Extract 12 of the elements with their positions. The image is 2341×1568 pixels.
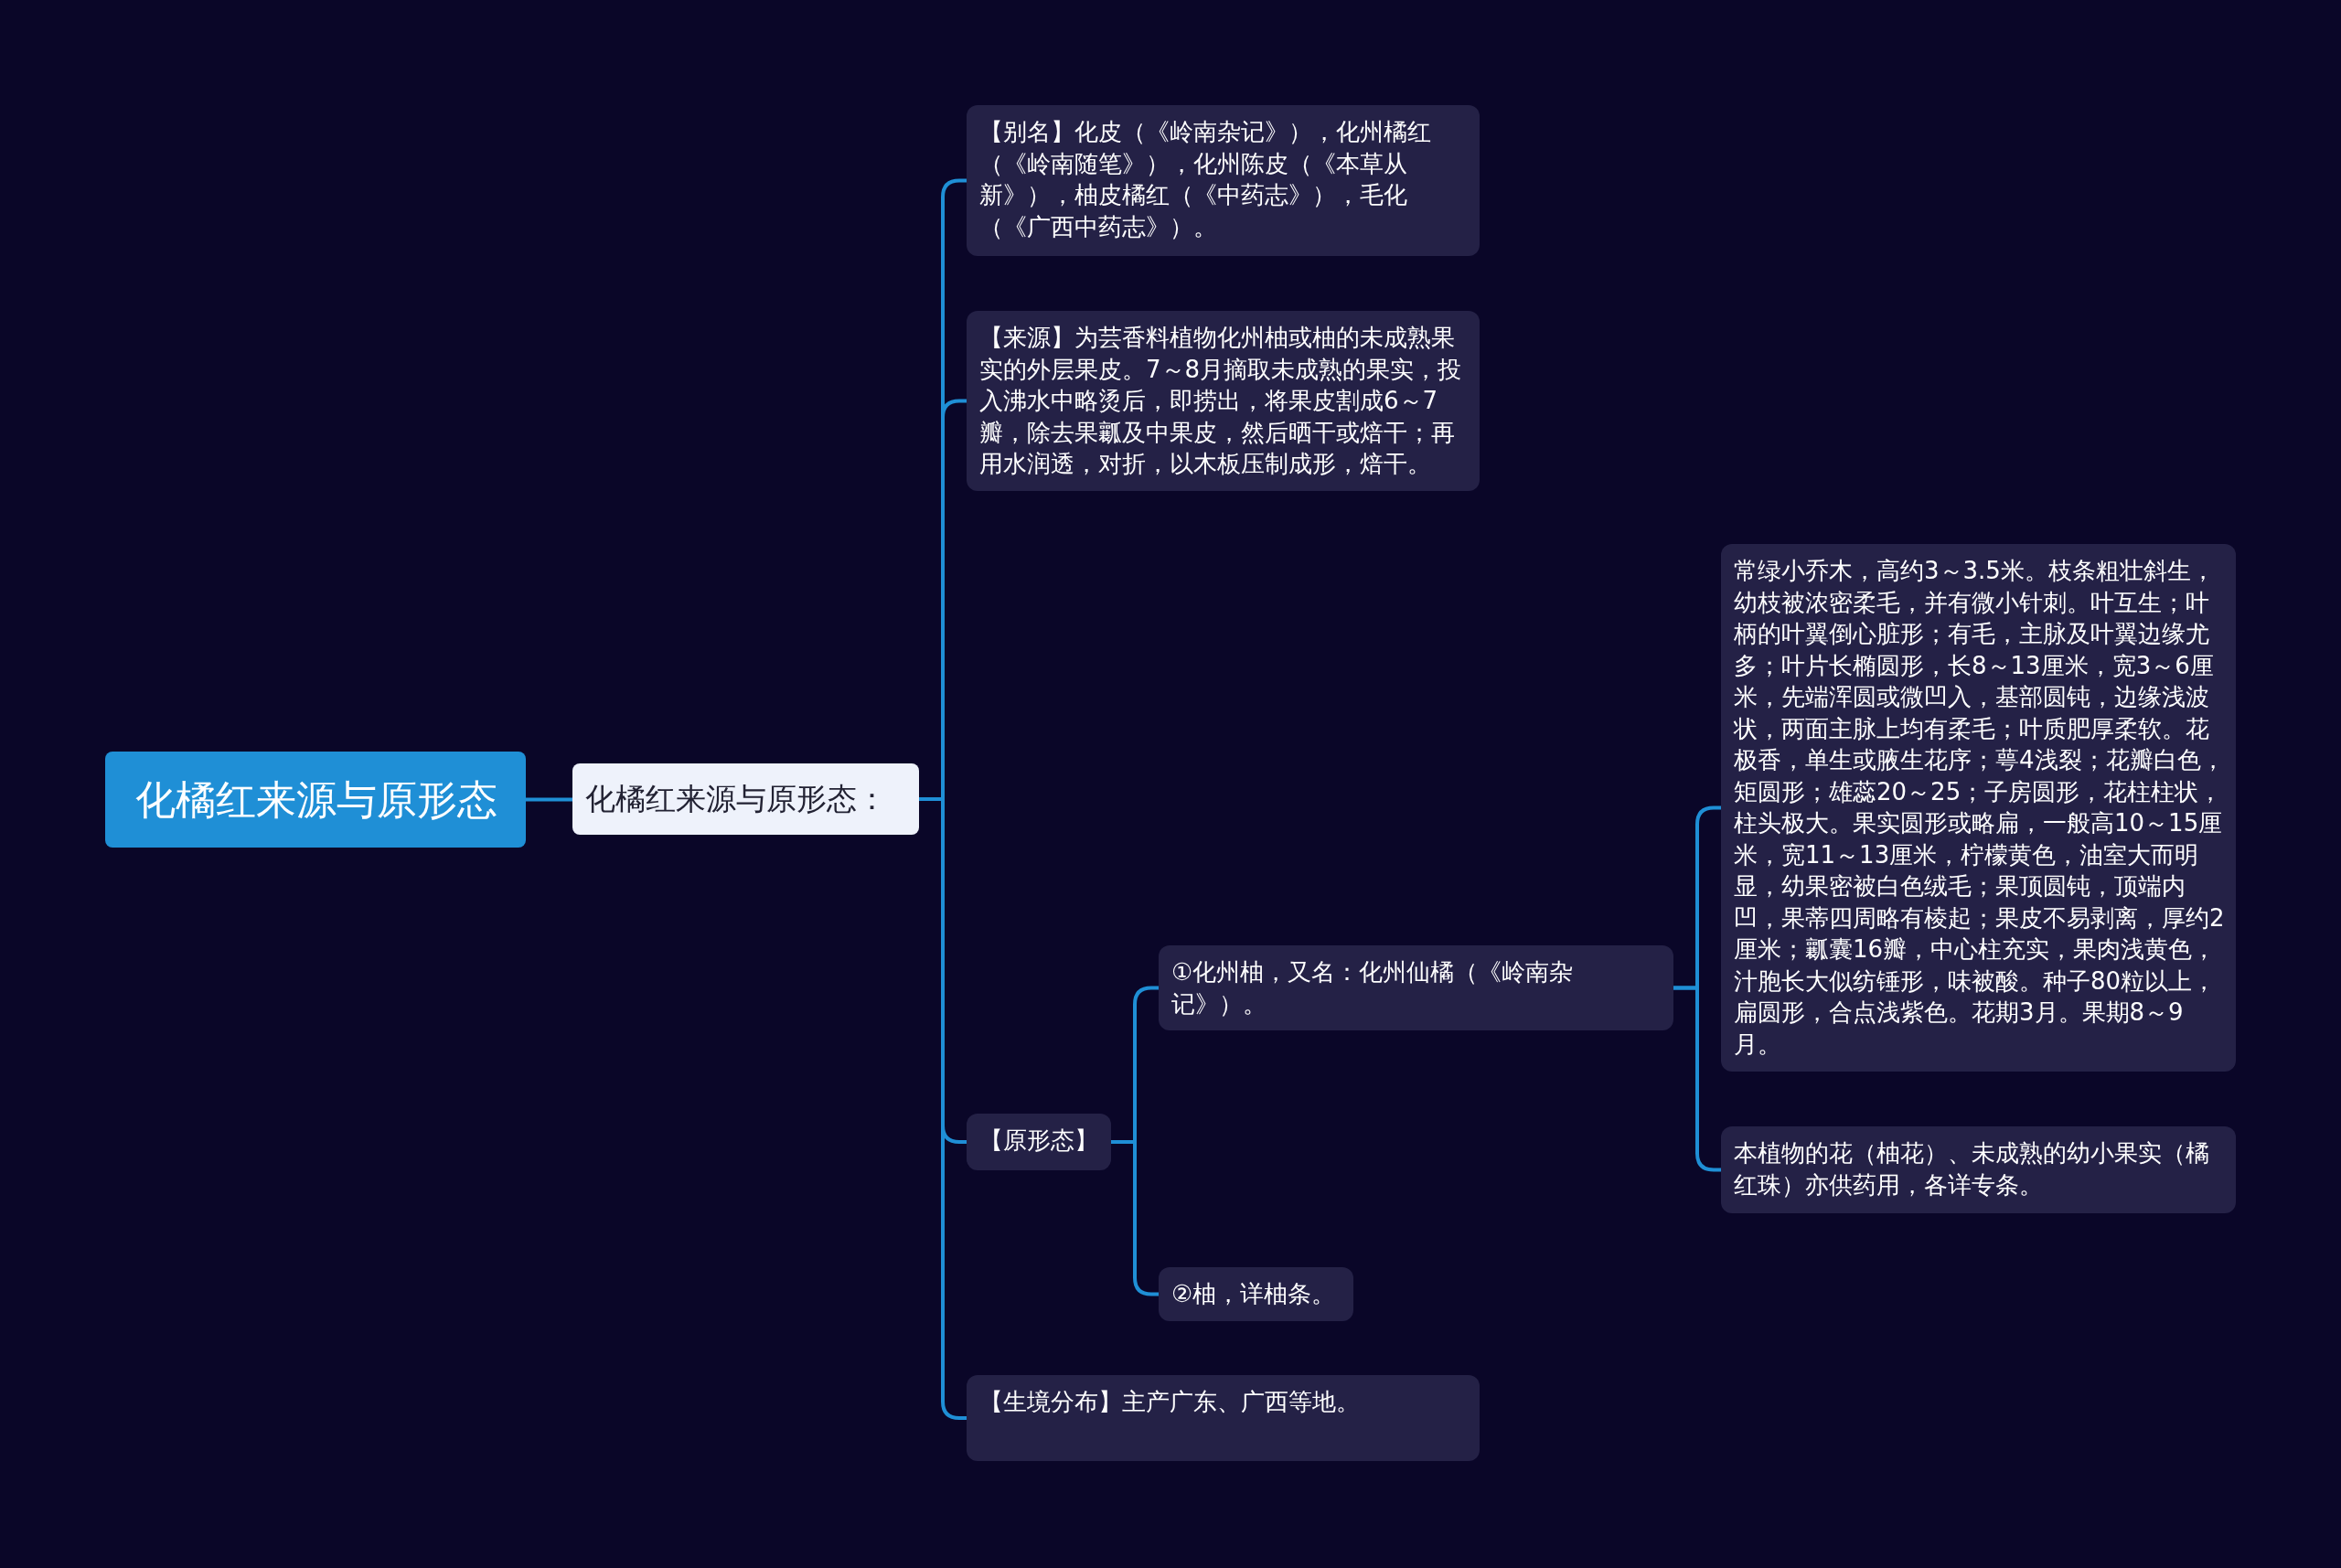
topic-box: 【来源】为芸香料植物化州柚或柚的未成熟果实的外层果皮。7～8月摘取未成熟的果实，投入沸水中略烫后，即捞出，将果皮割成6～7瓣，除去果瓤及中果皮，然后晒干或焙干；再用水润透，对折，以木板压制成形，焙干。 (967, 311, 1480, 491)
topic-box: ②柚，详柚条。 (1159, 1267, 1353, 1321)
topic-box: ①化州柚，又名：化州仙橘（《岭南杂记》）。 (1159, 945, 1673, 1030)
topic-box: 本植物的花（柚花）、未成熟的幼小果实（橘红珠）亦供药用，各详专条。 (1721, 1126, 2236, 1213)
topic-box: 【原形态】 (967, 1114, 1111, 1170)
main-topic-box: 化橘红来源与原形态： (572, 763, 919, 835)
root-topic-box: 化橘红来源与原形态 (105, 752, 526, 848)
topic-box: 【生境分布】主产广东、广西等地。 (967, 1375, 1480, 1461)
topic-box: 常绿小乔木，高约3～3.5米。枝条粗壮斜生，幼枝被浓密柔毛，并有微小针刺。叶互生；叶柄的叶翼倒心脏形；有毛，主脉及叶翼边缘尤多；叶片长椭圆形，长8～13厘米，宽3～6厘米，先端浑圆或微凹入，基部圆钝，边缘浅波状，两面主脉上均有柔毛；叶质肥厚柔软。花极香，单生或腋生花序；萼4浅裂；花瓣白色，矩圆形；雄蕊20～25；子房圆形，花柱柱状，柱头极大。果实圆形或略扁，一般高10～15厘米，宽11～13厘米，柠檬黄色，油室大而明显，幼果密被白色绒毛；果顶圆钝，顶端内凹，果蒂四周略有棱起；果皮不易剥离，厚约2厘米；瓤囊16瓣，中心柱充实，果肉浅黄色，汁胞长大似纺锤形，味被酸。种子80粒以上，扁圆形，合点浅紫色。花期3月。果期8～9月。 (1721, 544, 2236, 1072)
connector-line (1673, 986, 1721, 1172)
connector-line (526, 797, 572, 802)
topic-box: 【别名】化皮（《岭南杂记》），化州橘红（《岭南随笔》），化州陈皮（《本草从新》），柚皮橘红（《中药志》），毛化（《广西中药志》）。 (967, 105, 1480, 256)
